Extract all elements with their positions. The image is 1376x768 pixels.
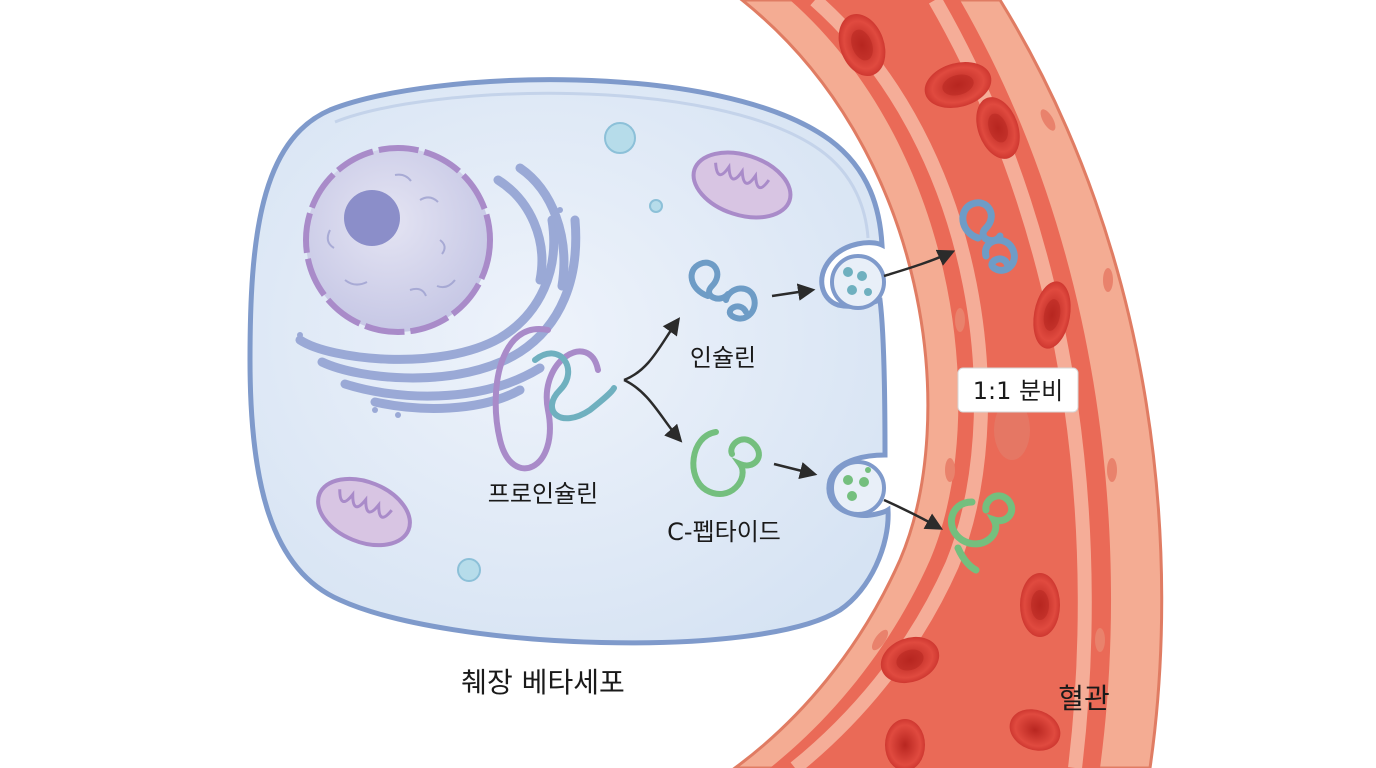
insulin-label: 인슐린 [690, 344, 756, 372]
insulin-in-blood [959, 199, 1018, 274]
insulin-exocytosis-vesicle [830, 254, 886, 310]
red-blood-cell [924, 61, 992, 109]
nucleolus [344, 190, 400, 246]
arrow-to-c-peptide [623, 378, 683, 443]
c-peptide-molecule [690, 429, 762, 497]
red-blood-cell [880, 636, 940, 684]
nucleus [303, 145, 493, 335]
red-blood-cell [1009, 709, 1061, 751]
c-peptide-in-blood [948, 492, 1016, 574]
release-arrows [883, 249, 956, 530]
red-blood-cell [838, 14, 886, 76]
red-blood-cells [838, 14, 1071, 768]
blood-vessel-label: 혈관 [1058, 682, 1110, 715]
er-ribosomes [297, 207, 563, 418]
red-blood-cell [1033, 281, 1071, 349]
ratio-label: 1:1 분비 [973, 377, 1063, 405]
red-blood-cell [994, 400, 1030, 460]
mitochondrion [691, 150, 793, 220]
mitochondrion [316, 476, 412, 548]
red-blood-cell [976, 97, 1020, 159]
proinsulin-label: 프로인슐린 [488, 480, 598, 508]
beta-cell-label: 췌장 베타세포 [461, 666, 624, 699]
arrow-to-insulin [623, 317, 681, 382]
vesicles [457, 122, 663, 582]
c-peptide-label: C-펩타이드 [667, 518, 781, 546]
red-blood-cell [885, 719, 925, 768]
insulin-molecule [688, 259, 758, 322]
c-peptide-exocytosis-vesicle [830, 460, 886, 516]
proinsulin [492, 326, 617, 472]
secretion-arrows [771, 283, 818, 480]
ratio-label-box: 1:1 분비 [957, 367, 1079, 413]
processing-arrows [623, 317, 683, 443]
red-blood-cell [1020, 573, 1060, 637]
endoplasmic-reticulum [295, 163, 581, 413]
